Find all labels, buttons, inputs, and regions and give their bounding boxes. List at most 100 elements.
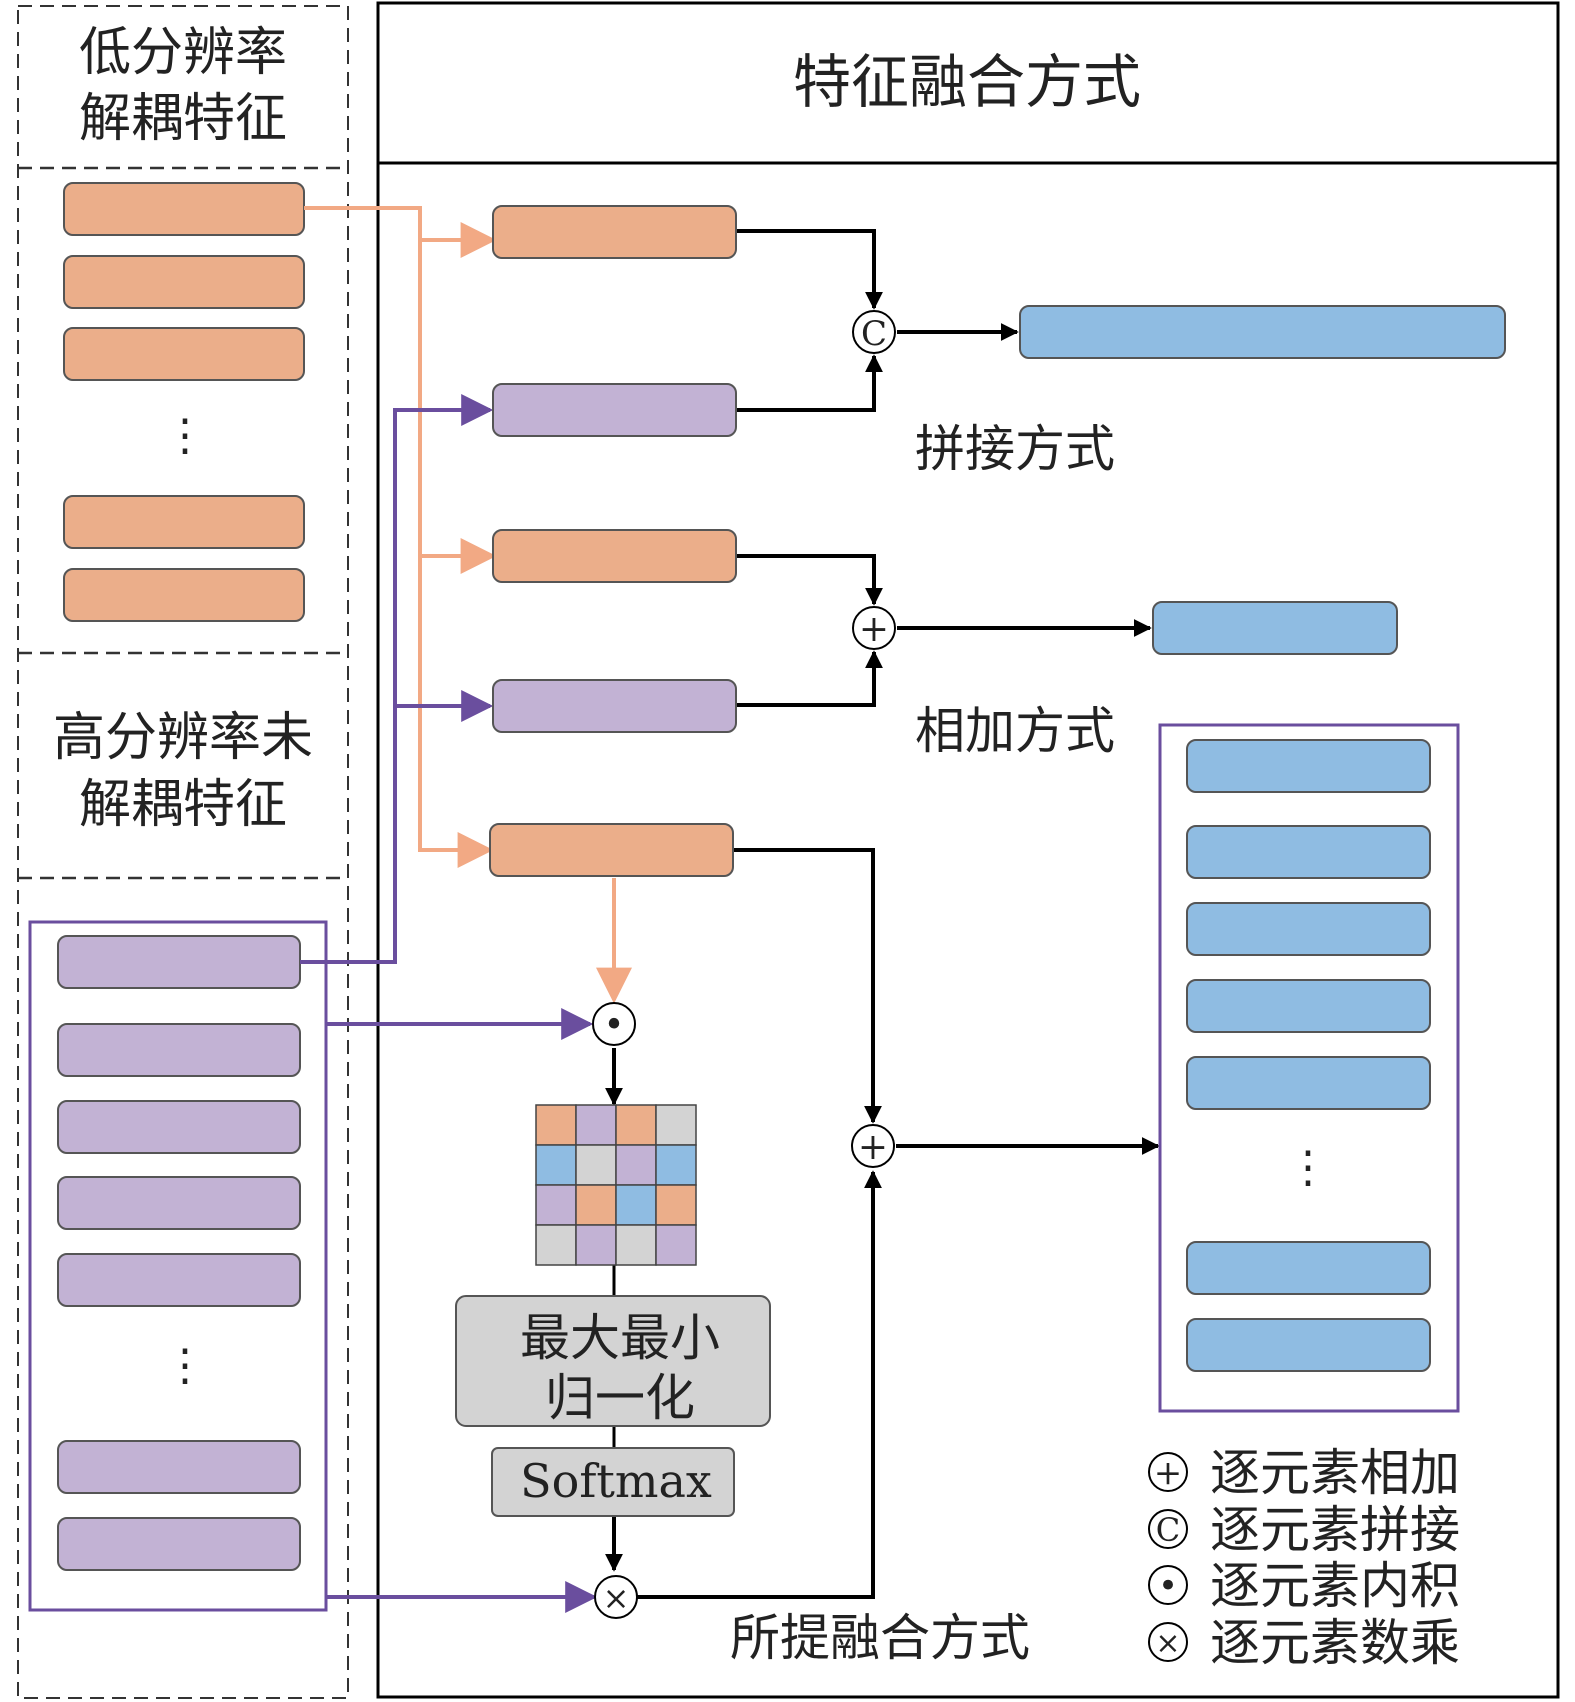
output-ellipsis: ⋮ [1286,1142,1330,1193]
minmax-norm-box [455,1295,771,1427]
legend-mul-circle [1148,1622,1188,1662]
op-concat: C [852,310,896,354]
output-bar-5 [1186,1056,1431,1110]
low-res-feature-bars [63,182,305,622]
softmax-box [491,1447,735,1517]
attention-heatmap [535,1104,697,1266]
mul-operator-circle [594,1575,638,1619]
heatmap-cell [655,1184,697,1226]
heatmap-cell [535,1224,577,1266]
minmax-label-line1: 最大最小 [520,1309,720,1367]
op-dot: • [592,1002,636,1046]
heatmap-cell [615,1104,657,1146]
legend-mul-symbol: × [1155,1626,1180,1661]
add-method-label: 相加方式 [915,702,1115,760]
high-res-bar-1 [57,935,301,989]
legend-concat-label: 逐元素拼接 [1210,1501,1460,1559]
output-bar-2 [1186,825,1431,879]
orange-trunk-to-proposed [304,206,494,868]
heatmap-cell [535,1184,577,1226]
output-bar-3 [1186,902,1431,956]
purple-trunk-to-concat [300,394,494,964]
legend-item-dot: • 逐元素内积 [1148,1557,1460,1615]
proposed-add-operator-symbol: + [858,1127,888,1168]
low-res-label-line2: 解耦特征 [79,89,287,149]
legend-item-concat: C 逐元素拼接 [1148,1501,1460,1559]
output-group-box [1158,723,1460,1413]
legend-add-symbol: + [1154,1453,1183,1493]
concat-top-in [736,229,883,310]
low-res-ellipsis: ⋮ [163,410,207,461]
high-res-bar-2 [57,1023,301,1077]
output-bar-1 [1186,739,1431,793]
high-res-bar-7 [57,1517,301,1571]
low-res-bar-5 [63,568,305,622]
high-res-label-line1: 高分辨率未 [53,708,313,768]
high-res-bar-3 [57,1100,301,1154]
op-proposed-add: + [851,1124,895,1168]
concat-orange-input [492,205,737,259]
add-bottom-in [736,650,883,707]
add-purple-input [492,679,737,733]
legend: + 逐元素相加 C 逐元素拼接 • 逐元素内积 × 逐元素数乘 [1148,1444,1460,1672]
heatmap-cell [535,1144,577,1186]
concat-output-bar [1019,305,1506,359]
heatmap-cell [615,1224,657,1266]
heatmap-cell [615,1184,657,1226]
low-res-bar-1 [63,182,305,236]
dot-operator-circle [592,1002,636,1046]
output-bar-7 [1186,1318,1431,1372]
concat-operator-circle [852,310,896,354]
dot-operator-symbol: • [603,1005,624,1046]
heatmap-cell [615,1144,657,1186]
add-orange-input [492,529,737,583]
low-res-bar-3 [63,327,305,381]
output-bar-4 [1186,979,1431,1033]
heatmap-cell [575,1104,617,1146]
mul-operator-symbol: × [603,1579,630,1617]
concat-bottom-in [736,354,883,412]
concat-purple-input [492,383,737,437]
heatmap-cell [575,1224,617,1266]
legend-item-add: + 逐元素相加 [1148,1444,1460,1502]
heatmap-cell [575,1144,617,1186]
right-panel-border [376,1,1560,1699]
orange-connectors [304,206,632,1004]
low-res-label-line1: 低分辨率 [79,23,287,83]
legend-add-circle [1148,1452,1188,1492]
minmax-label-line2: 归一化 [545,1369,695,1427]
legend-dot-symbol: • [1158,1566,1178,1606]
high-res-feature-bars [57,935,301,1571]
legend-item-mul: × 逐元素数乘 [1148,1614,1460,1672]
high-res-ellipsis: ⋮ [163,1340,207,1391]
proposed-add-operator-circle [851,1124,895,1168]
high-res-group-box [28,920,328,1612]
concat-inputs [492,205,737,437]
left-panel-border [17,5,349,1699]
add-top-in [736,554,883,606]
black-connectors [605,229,1160,1599]
proposed-method-label: 所提融合方式 [730,1609,1030,1667]
high-res-label-line2: 解耦特征 [79,775,287,835]
legend-dot-circle [1148,1565,1188,1605]
heatmap-cell [655,1224,697,1266]
legend-concat-symbol: C [1156,1511,1180,1549]
proposed-orange-input [489,823,734,877]
right-panel: 特征融合方式 [300,1,1560,1699]
add-inputs [492,529,737,733]
output-bar-6 [1186,1241,1431,1295]
proposed-bottom-in [637,1170,882,1599]
legend-concat-circle [1148,1509,1188,1549]
low-res-bar-2 [63,255,305,309]
add-output-bar [1152,601,1398,655]
left-panel: 低分辨率 解耦特征 ⋮ 高分辨率未 解耦特征 ⋮ [17,5,349,1699]
concat-method-label: 拼接方式 [915,420,1115,478]
op-add: + [852,606,896,650]
low-res-bar-4 [63,495,305,549]
purple-connectors [300,394,598,1613]
op-mul: × [594,1575,638,1619]
output-feature-bars [1186,739,1431,1372]
softmax-label: Softmax [520,1454,712,1508]
